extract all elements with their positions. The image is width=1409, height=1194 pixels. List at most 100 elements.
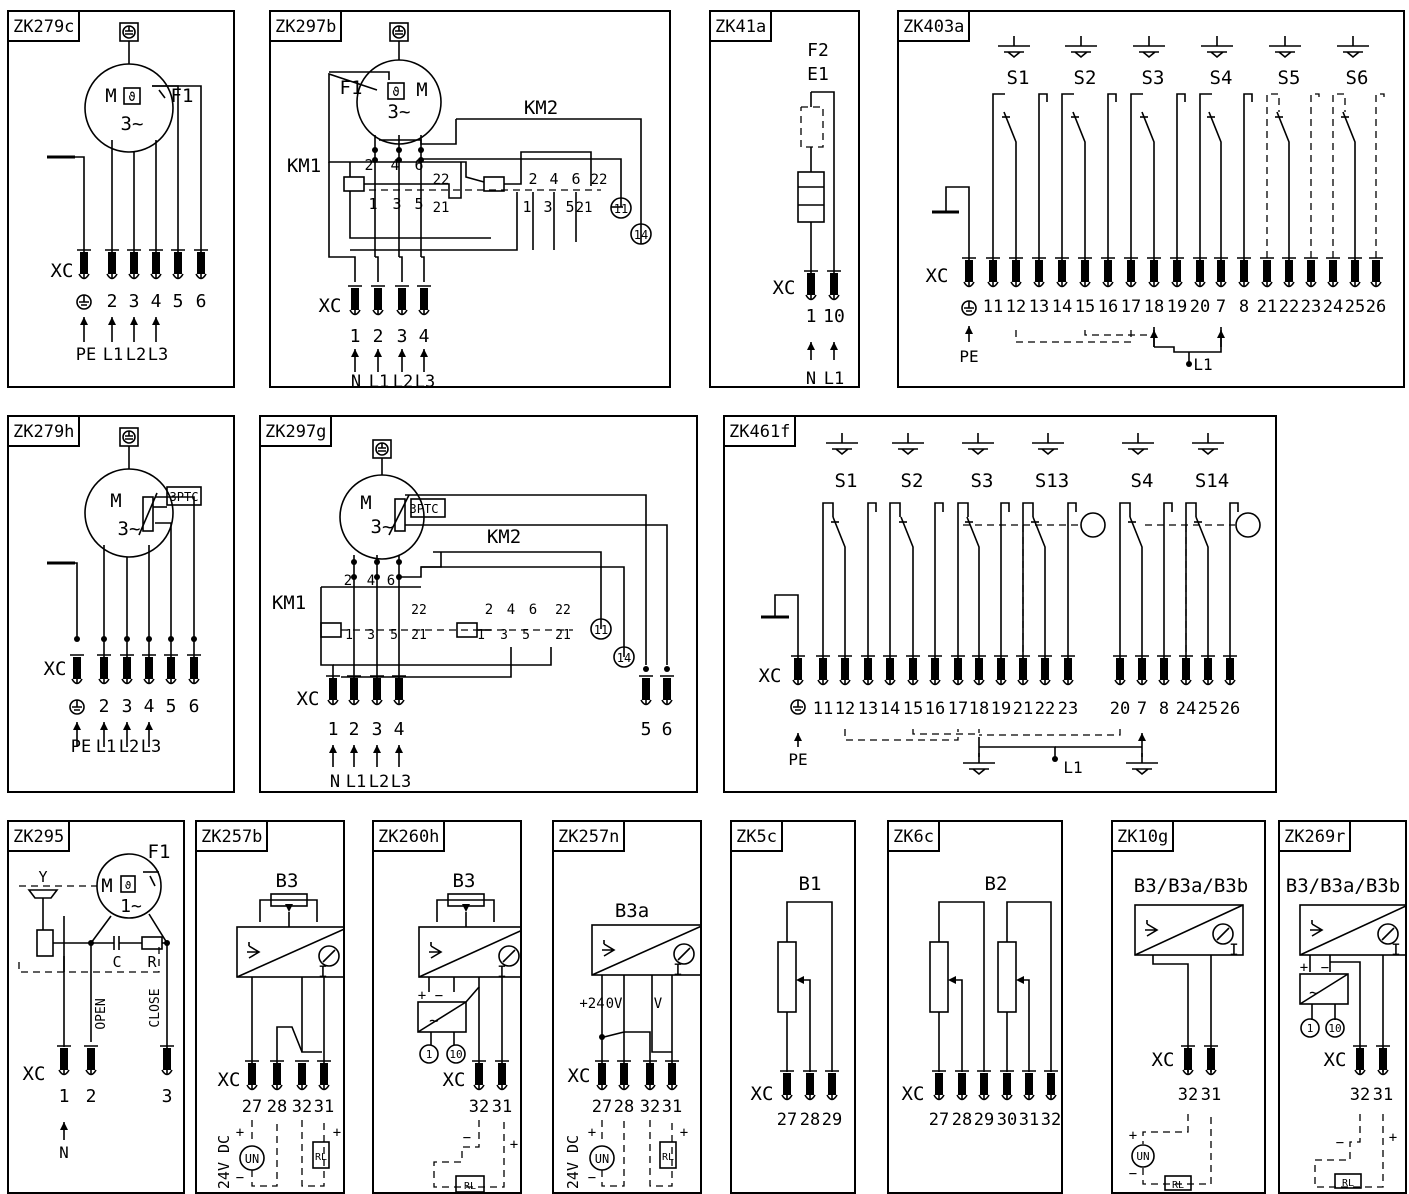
terminal-socket-icon bbox=[1193, 257, 1207, 288]
terminal-number: 3 bbox=[129, 291, 140, 312]
contact-number: 6 bbox=[571, 170, 580, 188]
arrow-head-icon bbox=[1150, 330, 1158, 338]
terminal-number: 18 bbox=[969, 699, 989, 719]
feed-label: L1 bbox=[346, 772, 366, 792]
valve-actuator-icon bbox=[27, 889, 59, 899]
junction-dot bbox=[1186, 361, 1192, 367]
feed-label: L3 bbox=[415, 372, 435, 388]
power-supply-box bbox=[417, 1001, 467, 1033]
contact-number: 22 bbox=[555, 603, 571, 618]
contact-number: 22 bbox=[591, 172, 608, 188]
terminal-number: 21 bbox=[1257, 297, 1277, 317]
component-label: F1 bbox=[148, 841, 171, 863]
terminal-number: 27 bbox=[592, 1097, 612, 1117]
signal-icon bbox=[429, 942, 443, 959]
terminal-socket-icon bbox=[120, 654, 134, 685]
terminal-socket-icon bbox=[1157, 655, 1171, 686]
terminal-number: 3 bbox=[397, 326, 408, 347]
terminal-number: 28 bbox=[800, 1110, 820, 1130]
terminal-plug-icon bbox=[80, 252, 88, 274]
arrow-head-icon bbox=[80, 317, 88, 325]
terminal-socket-icon bbox=[1113, 655, 1127, 686]
wire bbox=[1141, 111, 1155, 270]
dashed-link bbox=[1332, 93, 1346, 270]
current-label: I bbox=[1229, 940, 1239, 959]
terminal-number: 2 bbox=[373, 326, 384, 347]
coil-box bbox=[343, 176, 365, 192]
terminal-number: 12 bbox=[835, 699, 855, 719]
dashed-link bbox=[601, 1120, 625, 1187]
terminal-number: 2 bbox=[86, 1086, 97, 1107]
earth-lines bbox=[395, 26, 403, 35]
switch-symbol-icon bbox=[963, 753, 995, 776]
terminal-number: 25 bbox=[1198, 699, 1218, 719]
motor-icon bbox=[84, 63, 174, 153]
transmitter-box bbox=[236, 926, 343, 978]
terminal-socket-icon bbox=[347, 675, 361, 706]
rl-label: RL bbox=[464, 1181, 476, 1192]
terminal-number: 1 bbox=[59, 1086, 70, 1107]
terminal-plug-icon bbox=[167, 657, 175, 679]
dashed-link bbox=[1142, 1114, 1189, 1144]
terminal-plug-icon bbox=[1019, 658, 1027, 680]
wire bbox=[1342, 111, 1356, 270]
wire bbox=[152, 85, 202, 252]
plus-label: + bbox=[236, 1125, 244, 1141]
actuator-circle bbox=[1080, 512, 1106, 538]
terminal-plug-icon bbox=[87, 1048, 95, 1070]
terminal-number: 26 bbox=[1366, 297, 1386, 317]
wire bbox=[1152, 955, 1189, 1072]
junction-dot bbox=[146, 636, 152, 642]
terminal-number: 15 bbox=[903, 699, 923, 719]
switch-symbol-icon bbox=[1122, 433, 1154, 456]
terminal-socket-icon bbox=[803, 1070, 817, 1101]
wire bbox=[138, 492, 158, 536]
contact-number: 1 bbox=[522, 198, 531, 216]
dashed-link bbox=[800, 106, 824, 148]
junction-dot bbox=[372, 147, 378, 153]
theta-label: ϑ bbox=[128, 90, 135, 104]
wire bbox=[149, 875, 156, 887]
terminal-14-circle bbox=[613, 646, 635, 668]
plus-label: + bbox=[418, 988, 426, 1004]
feed-label: L3 bbox=[141, 737, 161, 757]
wire bbox=[399, 552, 442, 578]
switch-label: S5 bbox=[1278, 67, 1301, 89]
terminal-plug-icon bbox=[864, 658, 872, 680]
wire bbox=[1330, 961, 1361, 1072]
wire bbox=[1003, 111, 1017, 270]
junction-dot bbox=[374, 574, 380, 580]
terminal-socket-icon bbox=[187, 654, 201, 685]
wire bbox=[171, 85, 179, 252]
terminal-number: 2 bbox=[99, 696, 110, 717]
wire bbox=[328, 162, 356, 282]
terminal-plug-icon bbox=[935, 1073, 943, 1095]
terminal-number: 19 bbox=[1167, 297, 1187, 317]
resistor-box bbox=[36, 929, 54, 957]
supply-label: 24V DC bbox=[564, 1135, 582, 1189]
wire bbox=[350, 192, 518, 251]
sensor-label: B3/B3a/B3b bbox=[1134, 875, 1248, 897]
contact-number: 22 bbox=[411, 603, 427, 618]
terminal-number: 27 bbox=[929, 1110, 949, 1130]
minus-label: − bbox=[463, 1130, 471, 1146]
terminal-socket-icon bbox=[57, 1045, 71, 1076]
terminal-plug-icon bbox=[1240, 260, 1248, 282]
terminal-number: 25 bbox=[1345, 297, 1365, 317]
wire bbox=[1185, 502, 1197, 659]
component-label: F1 bbox=[171, 85, 194, 107]
terminal-plug-icon bbox=[1196, 260, 1204, 282]
feed-label: L3 bbox=[391, 772, 411, 792]
terminal-number: 7 bbox=[1216, 297, 1226, 317]
terminal-socket-icon bbox=[371, 285, 385, 316]
terminal-plug-icon bbox=[1150, 260, 1158, 282]
current-label: I bbox=[497, 962, 507, 981]
wire bbox=[1176, 93, 1186, 270]
terminal-plug-icon bbox=[130, 252, 138, 274]
terminal-number: 3 bbox=[122, 696, 133, 717]
transmitter-box bbox=[1134, 904, 1244, 956]
terminal-socket-icon bbox=[1055, 257, 1069, 288]
dashed-link bbox=[979, 729, 1121, 736]
